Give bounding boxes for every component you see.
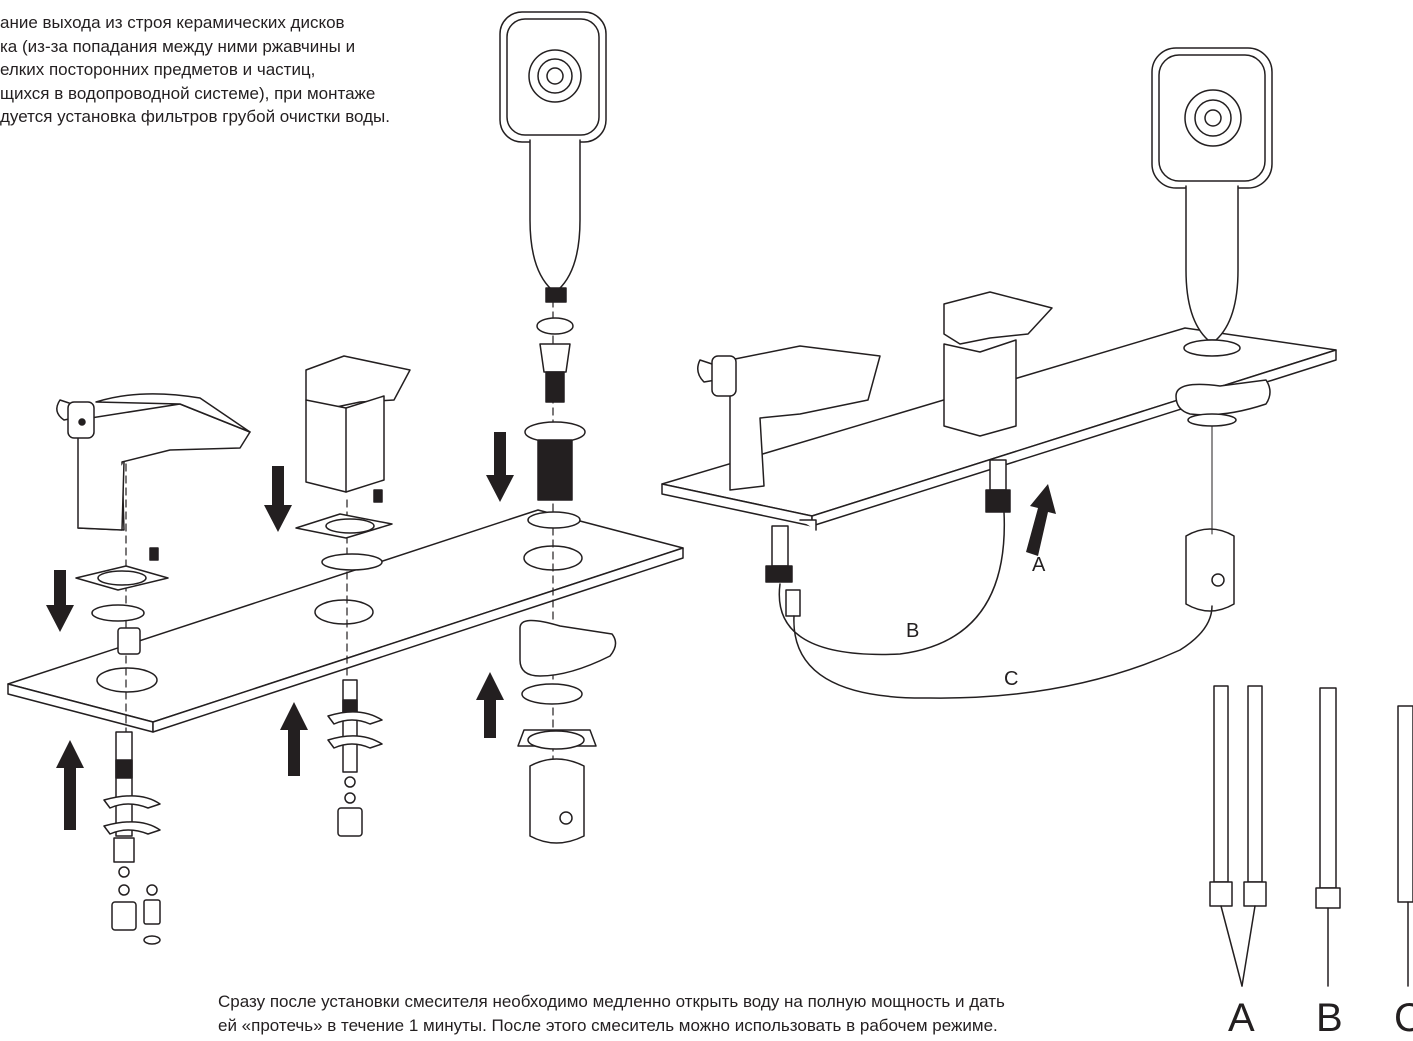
hose-c-line [793,605,1213,699]
deck-hole-2 [314,599,374,625]
flush-instruction-line-1: Сразу после установки смесителя необходи… [218,992,1005,1011]
bath-mixer-flange [295,513,393,571]
filter-warning-note: ание выхода из строя керамических дисков… [0,11,390,129]
assembled-view [661,47,1337,699]
filter-warning-line-1: ание выхода из строя керамических дисков [0,13,345,32]
hose-a1 [1213,685,1229,883]
hand-shower-holder-parts [517,619,617,844]
arrows-exploded [46,432,514,830]
label-c-assembled: C [1004,668,1019,690]
bath-mixer-stud [327,679,383,837]
deck-hole-1 [96,667,158,693]
basin-mixer-body [56,393,251,561]
assembled-bath-mixer [943,291,1053,437]
filter-warning-line-2: ка (из-за попадания между ними ржавчины … [0,36,356,56]
basin-mixer-stud [103,731,161,945]
filter-warning-line-5: дуется установка фильтров грубой очистки… [0,107,390,126]
hose-b-line [778,511,1006,656]
legend-c: C [1394,996,1413,1040]
legend-b: B [1316,996,1343,1040]
hose-c [1397,705,1413,903]
filter-warning-line-4: щихся в водопроводной системе), при монт… [0,83,376,103]
hose-b [1319,687,1337,889]
assembled-basin-mixer [697,345,881,491]
filter-warning-line-3: елких посторонних предметов и частиц, [0,60,316,79]
hose-a2 [1247,685,1263,883]
label-b-assembled: B [906,620,920,642]
basin-mixer-flange [75,565,169,655]
label-a-assembled: A [1032,554,1046,576]
legend-a: A [1228,996,1255,1040]
bath-mixer-body [305,355,411,503]
exploded-view [7,11,684,945]
assembled-hand-shower [1151,47,1273,612]
assembled-connections [765,459,1011,617]
hose-set [1209,685,1413,987]
arrow-a-assembled [1026,484,1056,556]
flush-instruction-note: Сразу после установки смесителя необходи… [218,990,1005,1037]
hand-shower-exploded [499,11,607,529]
flush-instruction-line-2: ей «протечь» в течение 1 минуты. После э… [218,1015,998,1035]
